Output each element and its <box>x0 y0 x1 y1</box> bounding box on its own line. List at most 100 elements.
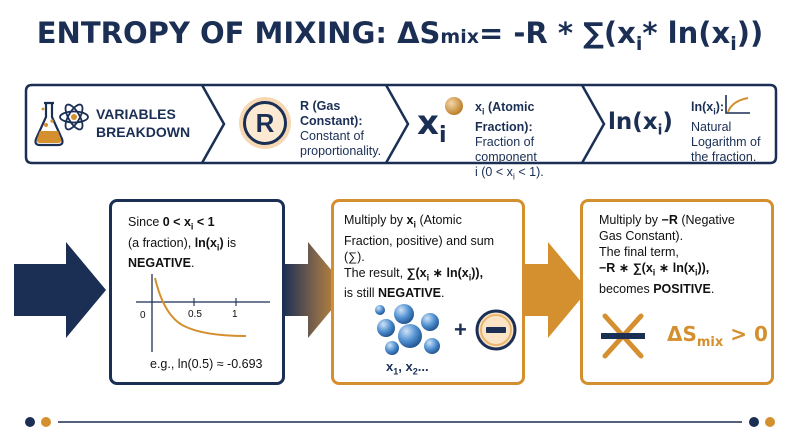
title-sub-i1: i <box>635 33 643 55</box>
plot-tick-0: 0 <box>140 310 146 321</box>
ln-symbol-sub: i <box>657 122 663 139</box>
step2-l4d: )), <box>471 265 484 280</box>
r-name: R (Gas Constant): <box>300 99 363 128</box>
ln-symbol: ln(xi) <box>608 109 673 139</box>
ln-symbol-b: ) <box>662 109 673 135</box>
title-sub-mix: mix <box>440 26 479 48</box>
step-box-2: Multiply by x i (Atomic Fraction, positiv… <box>331 199 525 385</box>
step1-l1sub: i <box>190 221 194 232</box>
arrow-3 <box>522 242 588 338</box>
step2-l2: Fraction, positive) and sum <box>344 233 495 248</box>
xi-symbol-x: x <box>417 103 439 143</box>
xlabel-a: x <box>386 359 394 374</box>
step2-l4a: The result, <box>344 265 407 280</box>
atom-icon <box>59 103 89 131</box>
spheres-label: x1, x2... <box>386 359 429 377</box>
step2-l4sub2: i <box>468 272 472 282</box>
step1-example: e.g., ln(0.5) ≈ -0.693 <box>150 357 263 371</box>
plus-sign: + <box>454 317 467 342</box>
step1-l3b: . <box>190 256 195 270</box>
variables-strip: VARIABLES BREAKDOWN R R (Gas Constant): … <box>24 83 778 181</box>
title-sub-i2: i <box>730 33 737 55</box>
plot-tick-1: 1 <box>232 309 238 320</box>
step2-l1a: Multiply by <box>344 213 407 227</box>
step3-l1a: Multiply by <box>599 213 662 227</box>
result-a: ΔS <box>667 322 697 346</box>
xi-name-a: x <box>475 100 482 114</box>
result-b: > 0 <box>723 322 768 346</box>
xi-description: xi (Atomic Fraction): Fraction of compon… <box>475 100 590 184</box>
arrow-1 <box>14 242 106 338</box>
step3-l5c: . <box>710 281 715 296</box>
step1-l1c: < 1 <box>193 215 215 229</box>
step2-l4c: ∗ ln(x <box>429 265 469 280</box>
step3-l4sub: i <box>652 267 656 278</box>
entropy-result: ΔSmix > 0 <box>667 322 768 350</box>
step2-text: Multiply by xi (Atomic Fraction, positiv… <box>344 212 520 301</box>
ln-description: ln(xi): Natural Logarithm of the fractio… <box>691 100 777 165</box>
variables-breakdown-label: VARIABLES BREAKDOWN <box>96 106 191 140</box>
step1-l2c: ) <box>219 235 224 250</box>
spheres-icon <box>375 304 440 355</box>
ln-name-b: ): <box>715 100 725 114</box>
step1-l2b: ln(x <box>194 235 217 250</box>
step-box-1: Since 0 < xi < 1 (a fraction), ln(xi) is… <box>109 199 285 385</box>
xi-sphere-icon <box>445 97 463 115</box>
r-desc: Constant of proportionality. <box>300 129 382 158</box>
xlabel-s2: 2 <box>412 366 418 377</box>
ln-desc: Natural Logarithm of the fraction. <box>691 119 761 164</box>
xi-desc-b: i (0 < x <box>475 164 513 179</box>
ln-plot <box>136 274 270 352</box>
step1-l3: NEGATIVE <box>128 256 191 270</box>
xi-symbol-sub: i <box>438 122 447 148</box>
step3-text: Multiply by −R (Negative Gas Constant). … <box>599 212 771 297</box>
flow-arrows <box>14 242 588 338</box>
step2-l5c: . <box>441 286 445 300</box>
ln-symbol-a: ln(x <box>608 109 658 135</box>
r-symbol: R <box>255 107 275 138</box>
title-middle: = -R * ∑(x <box>478 16 636 50</box>
cancel-cross-icon <box>601 313 645 359</box>
step2-l3: (∑). <box>344 249 365 264</box>
flask-icon <box>34 101 64 147</box>
bottom-divider <box>25 417 775 427</box>
xi-name-b: (Atomic Fraction): <box>475 100 535 134</box>
step3-l1c: (Negative <box>677 213 735 227</box>
minus-circle-icon <box>475 309 517 351</box>
xi-desc-c: < 1). <box>514 164 544 179</box>
arrow-2 <box>283 242 348 338</box>
xi-name-sub: i <box>481 106 485 117</box>
xi-desc-sub: i <box>512 171 515 181</box>
step2-l1sub: i <box>413 219 416 230</box>
step1-l1b: 0 < x <box>162 215 191 229</box>
step1-l2sub: i <box>216 242 220 252</box>
step2-l5b: NEGATIVE <box>378 286 442 300</box>
step3-l5b: POSITIVE <box>653 281 711 296</box>
step1-text: Since 0 < xi < 1 (a fraction), ln(xi) is… <box>128 214 278 271</box>
step2-l4b: ∑(x <box>406 265 427 280</box>
title-middle2: * ln(x <box>642 16 731 50</box>
xlabel-b: , x <box>398 359 413 374</box>
step3-l4c: )), <box>697 261 710 275</box>
ln-curve <box>154 277 247 337</box>
step3-l4b: ∗ ln(x <box>655 261 695 275</box>
step1-l2: (a fraction), <box>128 235 195 250</box>
xlabel-c: ... <box>417 359 429 374</box>
step3-l3: The final term, <box>599 245 679 259</box>
result-sub: mix <box>696 335 724 350</box>
step3-l2: Gas Constant). <box>599 229 684 243</box>
step3-l4a: −R ∗ ∑(x <box>599 261 653 275</box>
step2-l5a: is still <box>344 286 379 300</box>
r-description: R (Gas Constant): Constant of proportion… <box>300 99 390 159</box>
xlabel-s1: 1 <box>393 366 399 377</box>
step3-l4sub2: i <box>694 267 698 278</box>
xi-desc-a: Fraction of component <box>475 134 537 164</box>
xi-symbol: xi <box>417 103 446 148</box>
log-curve-icon <box>725 95 750 114</box>
title-tail: )) <box>736 16 764 50</box>
variables-strip-frame <box>24 83 778 165</box>
step2-l1c: (Atomic <box>416 213 462 227</box>
step2-l4sub: i <box>426 272 430 282</box>
step3-l5a: becomes <box>599 281 654 296</box>
